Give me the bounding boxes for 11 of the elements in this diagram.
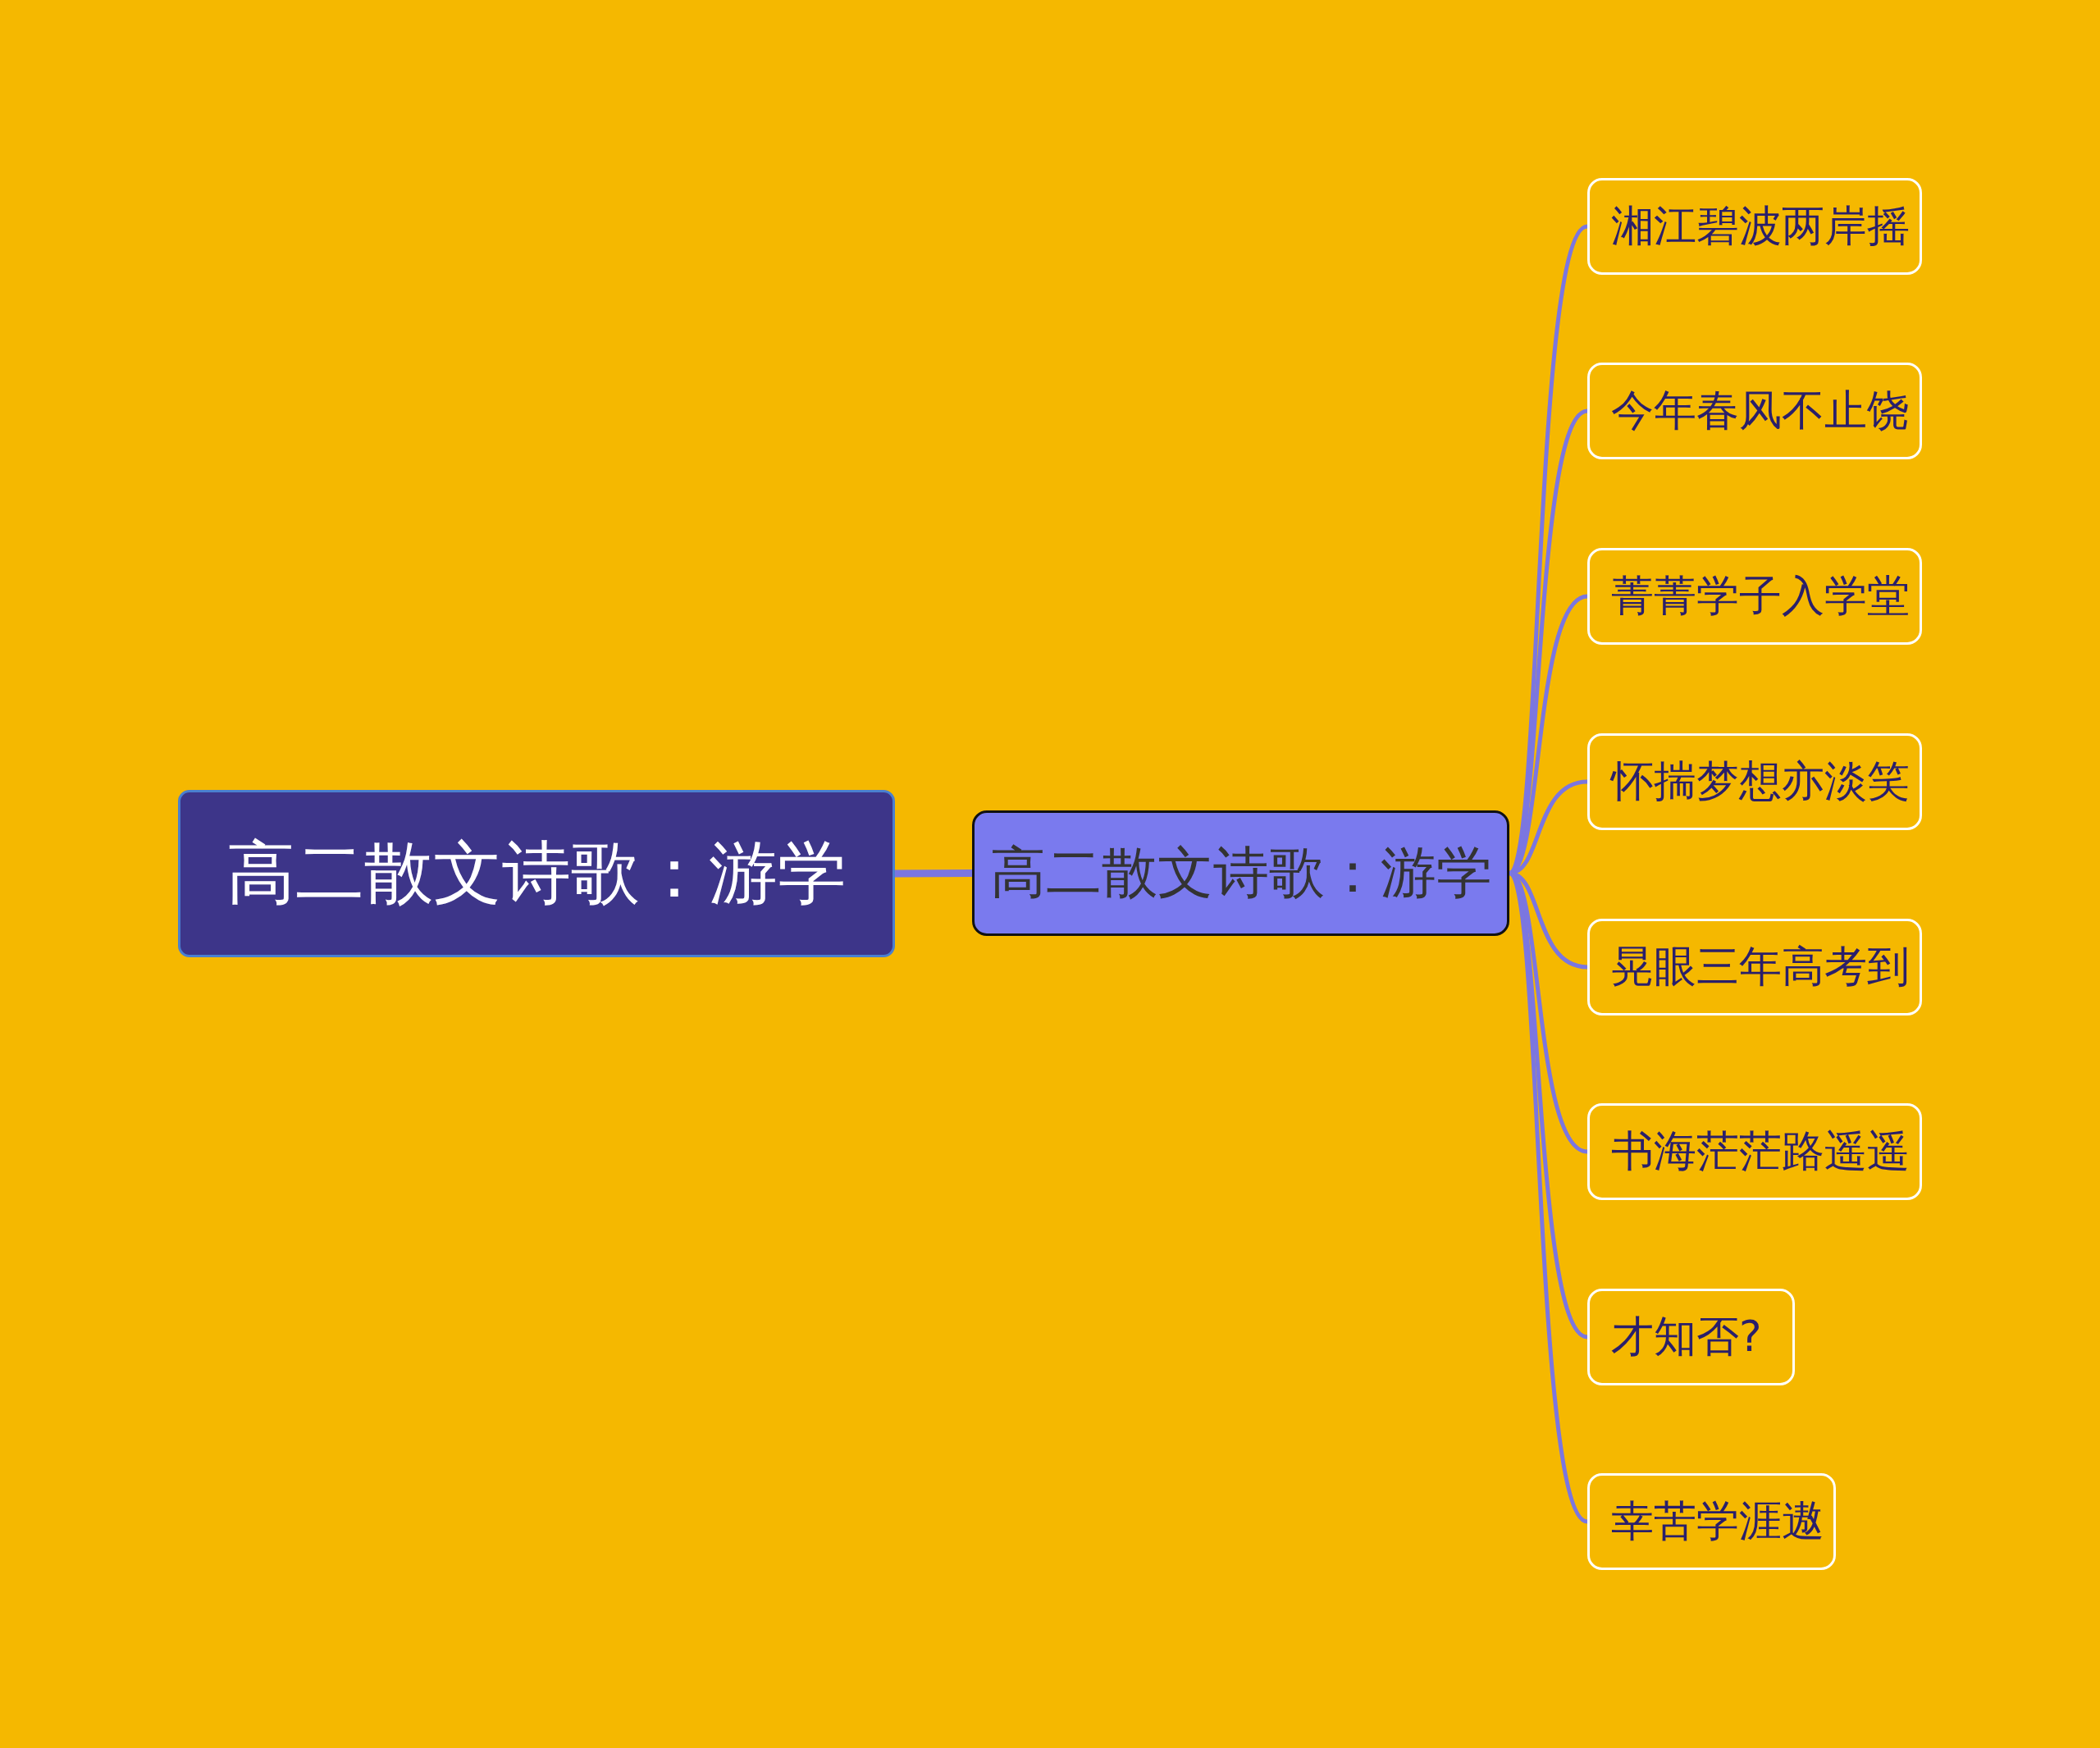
connector-line: [894, 869, 973, 878]
branch-box: 才知否?: [1587, 1289, 1795, 1385]
topic-box: 高二散文诗歌：游学: [178, 790, 895, 957]
branch-box: 怀揣梦想亦淡笑: [1587, 733, 1922, 830]
branch-box: 菁菁学子入学堂: [1587, 548, 1922, 645]
branch-box: 今年春风不止饶: [1587, 363, 1922, 459]
branch-box: 书海茫茫路遥遥: [1587, 1103, 1922, 1200]
subtopic-box: 高二散文诗歌：游学: [972, 810, 1509, 936]
branch-box: 晃眼三年高考到: [1587, 919, 1922, 1015]
branch-box: 湘江碧波两岸摇: [1587, 178, 1922, 275]
branch-box: 幸苦学涯遨: [1587, 1473, 1836, 1570]
